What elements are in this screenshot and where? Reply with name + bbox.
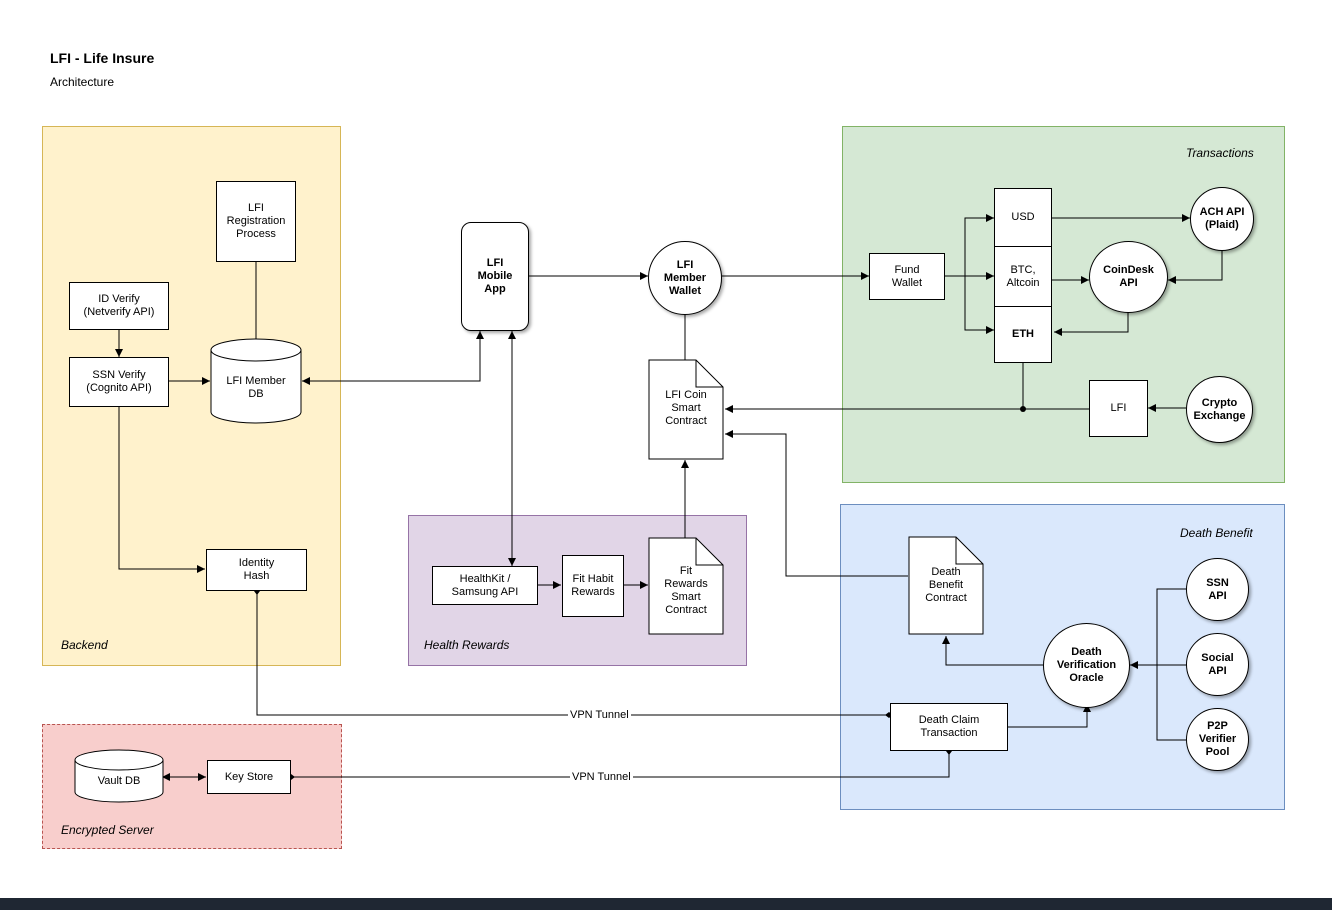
zone-label-death-benefit: Death Benefit (1180, 526, 1253, 540)
death-verification-oracle-circle[interactable]: Death Verification Oracle (1043, 623, 1130, 708)
ach-api-circle[interactable]: ACH API (Plaid) (1190, 187, 1254, 251)
p2p-verifier-pool-circle[interactable]: P2P Verifier Pool (1186, 708, 1249, 771)
edge-keystore-claim (287, 747, 952, 780)
edge-coindesk-eth (1054, 310, 1129, 336)
identity-hash-box[interactable]: Identity Hash (206, 549, 307, 591)
zone-encrypted-server (42, 724, 342, 849)
death-benefit-contract-label[interactable]: Death Benefit Contract (925, 565, 967, 604)
death-claim-transaction-box[interactable]: Death Claim Transaction (890, 703, 1008, 751)
member-wallet-circle[interactable]: LFI Member Wallet (648, 241, 722, 315)
healthkit-api-box[interactable]: HealthKit / Samsung API (432, 566, 538, 605)
edge-oracle-deathcontract (942, 636, 1043, 666)
btc-altcoin-box[interactable]: BTC, Altcoin (994, 246, 1052, 307)
zone-label-transactions: Transactions (1186, 146, 1254, 160)
id-verify-box[interactable]: ID Verify (Netverify API) (69, 282, 169, 330)
lfi-token-box[interactable]: LFI (1089, 380, 1148, 437)
edge-ssnverify-identityhash (118, 407, 205, 573)
edge-eth-coincontract (725, 363, 1024, 413)
edge-fundwallet-usd (945, 214, 994, 277)
edge-ssnapi-oracle (1156, 588, 1186, 665)
member-db-cylinder (210, 338, 302, 424)
coindesk-api-circle[interactable]: CoinDesk API (1089, 241, 1168, 313)
fund-wallet-box[interactable]: Fund Wallet (869, 253, 945, 300)
edge-ach-coindesk (1168, 250, 1223, 284)
coin-contract-fold (695, 360, 723, 388)
social-api-circle[interactable]: Social API (1186, 633, 1249, 696)
edge-identityhash-claim (254, 587, 893, 718)
edge-db-mobileapp (302, 331, 484, 385)
edge-claim-oracle (1008, 704, 1091, 728)
zone-label-encrypted-server: Encrypted Server (61, 823, 154, 837)
page-subtitle: Architecture (50, 75, 115, 89)
mobile-app-box[interactable]: LFI Mobile App (461, 222, 529, 331)
junction-dot (1020, 406, 1026, 412)
death-contract-fold (955, 537, 983, 565)
edge-p2p-oracle (1156, 665, 1186, 741)
fit-rewards-contract-label[interactable]: Fit Rewards Smart Contract (664, 565, 708, 616)
vault-db-cylinder (74, 749, 164, 803)
fit-contract-shape (648, 537, 724, 635)
crypto-exchange-circle[interactable]: Crypto Exchange (1186, 376, 1253, 443)
fit-habit-rewards-box[interactable]: Fit Habit Rewards (562, 555, 624, 617)
vault-db-label[interactable]: Vault DB (97, 774, 141, 787)
member-db-label[interactable]: LFI Member DB (226, 374, 286, 400)
coin-contract-label[interactable]: LFI Coin Smart Contract (665, 388, 707, 427)
death-contract-shape (908, 536, 984, 635)
fit-contract-fold (695, 538, 723, 566)
edge-deathcontract-coincontract (725, 430, 908, 577)
registration-process-box[interactable]: LFI Registration Process (216, 181, 296, 262)
vpn-tunnel-label-2: VPN Tunnel (570, 771, 633, 784)
page-title: LFI - Life Insure (50, 50, 155, 66)
edge-fundwallet-eth (964, 276, 994, 334)
ssn-verify-box[interactable]: SSN Verify (Cognito API) (69, 357, 169, 407)
ssn-api-circle[interactable]: SSN API (1186, 558, 1249, 621)
key-store-box[interactable]: Key Store (207, 760, 291, 794)
bottom-bar (0, 898, 1332, 910)
eth-box[interactable]: ETH (994, 306, 1052, 363)
vpn-tunnel-label-1: VPN Tunnel (568, 709, 631, 722)
coin-contract-shape (648, 359, 724, 460)
zone-label-backend: Backend (61, 638, 108, 652)
usd-box[interactable]: USD (994, 188, 1052, 247)
